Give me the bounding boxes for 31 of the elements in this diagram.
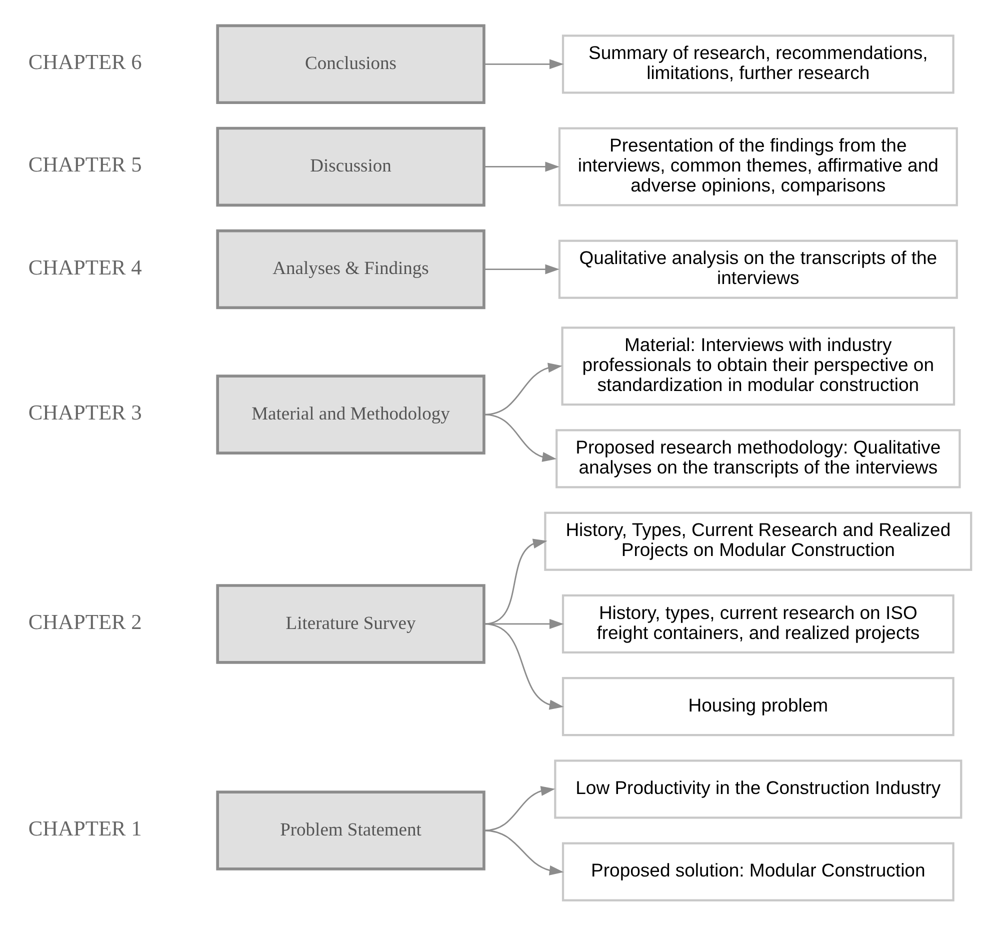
node-box: Literature Survey [216, 584, 486, 664]
label: CHAPTER 3 [28, 400, 142, 425]
node-box: Proposed solution: Modular Construction [562, 842, 954, 902]
node-box: Material and Methodology [216, 374, 486, 454]
label: CHAPTER 1 [28, 816, 142, 840]
label: CHAPTER 4 [28, 255, 142, 280]
arrow [484, 414, 557, 462]
node-box: Proposed research methodology: Qualitative analyses on the transcripts of the interviews [556, 429, 961, 488]
node-box: Discussion [216, 126, 486, 207]
arrow [484, 264, 560, 274]
node-box: Summary of research, recommendations, limitations, further research [562, 34, 954, 94]
arrow [484, 623, 564, 710]
node-box: History, Types, Current Research and Realized Projects on Modular Construction [544, 512, 972, 571]
node-box: Problem Statement [216, 790, 486, 870]
arrow [484, 786, 556, 832]
node-box: Analyses & Findings [216, 229, 486, 310]
node-box: Conclusions [216, 24, 486, 104]
arrow [484, 362, 562, 416]
label: CHAPTER 5 [28, 152, 142, 177]
node-box: History, types, current research on ISO freight containers, and realized projects [562, 594, 954, 654]
label: CHAPTER 6 [28, 50, 142, 74]
arrow [484, 59, 564, 70]
node-box: Housing problem [562, 677, 954, 736]
label: CHAPTER 2 [28, 610, 142, 634]
node-box: Qualitative analysis on the transcripts of the interviews [558, 240, 958, 299]
node-box: Presentation of the findings from the interviews, common themes, affirmative and adverse opinions, comparisons [558, 127, 958, 206]
arrow [484, 162, 560, 172]
node-box: Low Productivity in the Construction Industry [554, 760, 962, 819]
arrow [484, 830, 564, 876]
node-box: Material: Interviews with industry professionals to obtain their perspective on standardization in modular construction [561, 326, 956, 406]
arrow [484, 618, 564, 629]
